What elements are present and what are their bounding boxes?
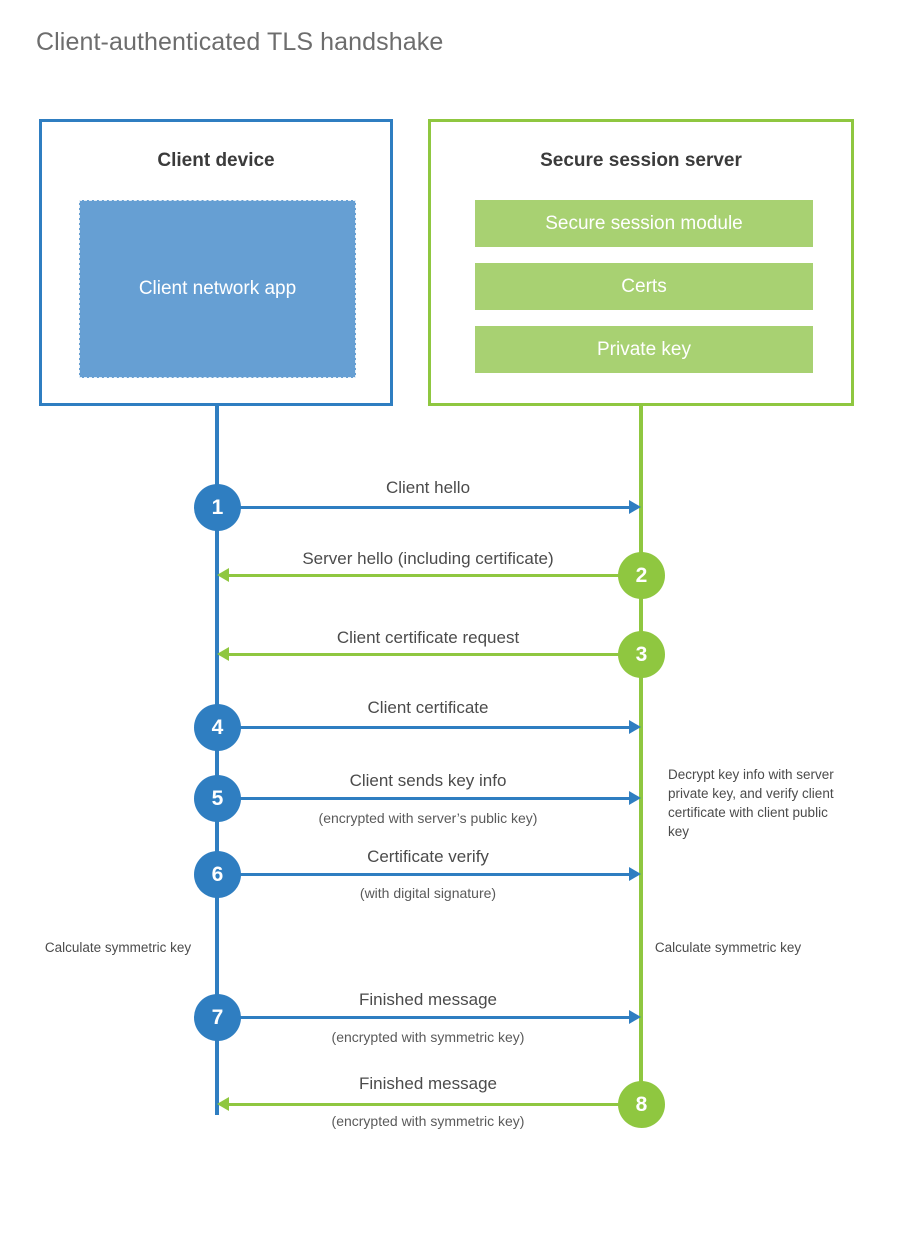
step-badge-2[interactable]: 2 (618, 552, 665, 599)
page-title: Client-authenticated TLS handshake (36, 28, 444, 56)
server-decrypt-note: Decrypt key info with server private key… (668, 767, 834, 840)
client-network-app-box: Client network app (79, 200, 356, 378)
client-device-title: Client device (157, 150, 275, 171)
server-item-certs: Certs (475, 263, 813, 310)
step-1-label: Client hello (385, 478, 471, 497)
step-1-arrow-head-icon (629, 500, 641, 514)
client-calculate-symmetric-key-note: Calculate symmetric key (44, 940, 192, 955)
step-6-arrow-head-icon (629, 867, 641, 881)
step-badge-3[interactable]: 3 (618, 631, 665, 678)
server-item-secure-session-module: Secure session module (475, 200, 813, 247)
step-5-arrow-head-icon (629, 791, 641, 805)
step-7-sublabel: (encrypted with symmetric key) (331, 1029, 525, 1045)
server-lifeline (639, 403, 643, 1105)
step-2-arrow-head-icon (217, 568, 229, 582)
secure-session-server-panel: Secure session server Secure session mod… (428, 119, 854, 406)
step-3-arrow-head-icon (217, 647, 229, 661)
step-5-sublabel: (encrypted with server’s public key) (318, 810, 538, 826)
step-8-label: Finished message (359, 1074, 497, 1093)
step-6-label: Certificate verify (367, 847, 489, 866)
step-2-label: Server hello (including certificate) (302, 549, 554, 568)
step-3-label: Client certificate request (336, 628, 520, 647)
step-2-arrow-line (229, 574, 641, 577)
step-badge-1[interactable]: 1 (194, 484, 241, 531)
step-badge-4[interactable]: 4 (194, 704, 241, 751)
secure-session-server-title: Secure session server (540, 150, 742, 171)
step-badge-8[interactable]: 8 (618, 1081, 665, 1128)
step-4-arrow-line (217, 726, 629, 729)
step-4-arrow-head-icon (629, 720, 641, 734)
step-6-sublabel: (with digital signature) (359, 885, 497, 901)
step-7-label: Finished message (359, 990, 497, 1009)
step-8-arrow-line (229, 1103, 641, 1106)
server-item-private-key: Private key (475, 326, 813, 373)
server-calculate-symmetric-key-note: Calculate symmetric key (654, 940, 802, 955)
step-8-arrow-head-icon (217, 1097, 229, 1111)
client-lifeline (215, 403, 219, 1115)
step-badge-7[interactable]: 7 (194, 994, 241, 1041)
step-8-sublabel: (encrypted with symmetric key) (331, 1113, 525, 1129)
step-6-arrow-line (217, 873, 629, 876)
step-5-arrow-line (217, 797, 629, 800)
step-3-arrow-line (229, 653, 641, 656)
step-7-arrow-head-icon (629, 1010, 641, 1024)
client-device-panel: Client device Client network app (39, 119, 393, 406)
step-badge-5[interactable]: 5 (194, 775, 241, 822)
step-7-arrow-line (217, 1016, 629, 1019)
step-1-arrow-line (217, 506, 629, 509)
step-4-label: Client certificate (367, 698, 489, 717)
step-badge-6[interactable]: 6 (194, 851, 241, 898)
step-5-label: Client sends key info (349, 771, 507, 790)
